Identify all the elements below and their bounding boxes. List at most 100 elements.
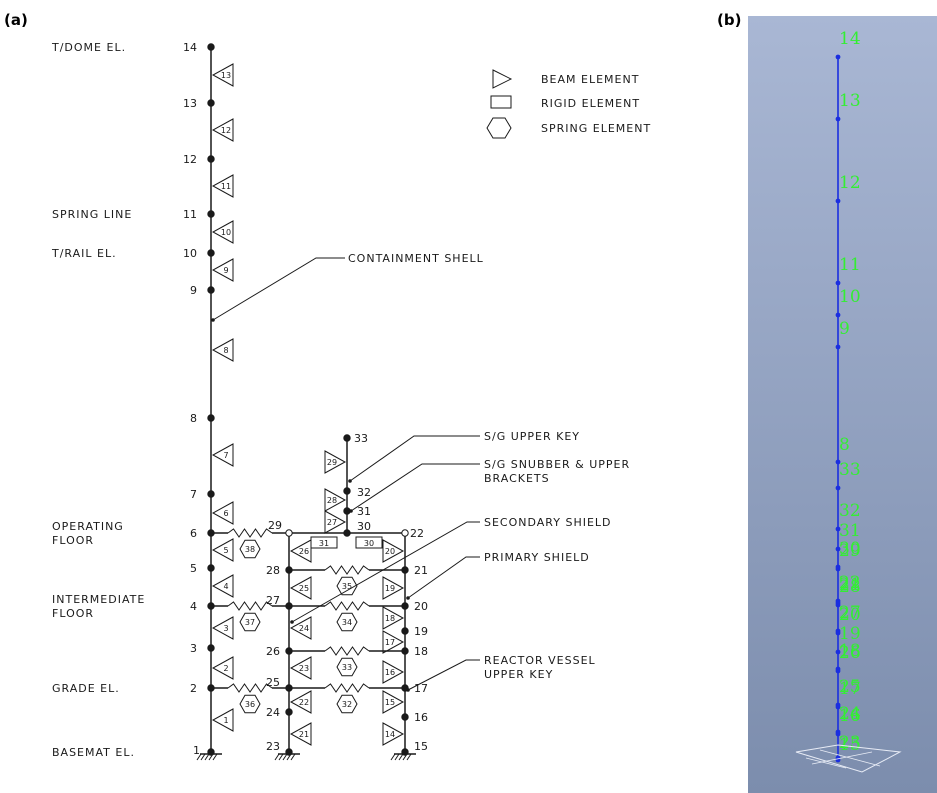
spring-element-number: 38 <box>245 545 255 554</box>
elevation-label: FLOOR <box>52 534 94 547</box>
model-node-label: 15 <box>839 735 861 755</box>
elevation-label: BASEMAT EL. <box>52 746 135 759</box>
callout-label: BRACKETS <box>484 472 550 485</box>
spring-element-hexagon <box>336 657 358 677</box>
beam-element-triangle <box>382 722 405 746</box>
beam-element-triangle <box>211 63 234 87</box>
rigid-element-rect <box>355 536 383 549</box>
beam-element-triangle <box>289 576 312 600</box>
node-dot <box>401 529 409 537</box>
beam-element-number: 15 <box>385 698 395 707</box>
beam-element-number: 7 <box>223 451 228 460</box>
beam-element-triangle <box>211 616 234 640</box>
beam-element-triangle <box>289 690 312 714</box>
elevation-label: SPRING LINE <box>52 208 132 221</box>
node-dot <box>207 644 215 652</box>
beam-element-number: 5 <box>223 546 228 555</box>
model-node-label: 29 <box>839 541 861 561</box>
elevation-label: T/RAIL EL. <box>51 247 117 260</box>
ground-hatch <box>406 753 412 761</box>
beam-element-number: 20 <box>385 547 395 556</box>
node-number: 30 <box>357 520 371 533</box>
node-number: 2 <box>190 682 197 695</box>
node-number: 28 <box>266 564 280 577</box>
node-number: 33 <box>354 432 368 445</box>
node-dot <box>207 286 215 294</box>
callout-label: SECONDARY SHIELD <box>484 516 612 529</box>
spring-coil <box>324 683 370 693</box>
leader-arrow-tip <box>290 620 294 624</box>
node-dot <box>401 713 409 721</box>
model-node-label: 26 <box>839 643 861 663</box>
node-number: 32 <box>357 486 371 499</box>
beam-element-number: 11 <box>221 182 231 191</box>
callout-leader-sg-upper-key <box>349 435 480 482</box>
node-dot <box>207 155 215 163</box>
beam-element-triangle <box>382 606 405 630</box>
node-dot <box>285 748 293 756</box>
node-number: 17 <box>414 682 428 695</box>
node-dot <box>207 490 215 498</box>
rigid-element-rect <box>310 536 338 549</box>
callout-label: S/G UPPER KEY <box>484 430 580 443</box>
ground-hatch <box>398 753 404 761</box>
node-number: 24 <box>266 706 280 719</box>
node-number: 27 <box>266 594 280 607</box>
model-node-label: 33 <box>839 460 861 480</box>
ground-hatch <box>290 753 296 761</box>
node-number: 18 <box>414 645 428 658</box>
node-number: 9 <box>190 284 197 297</box>
node-number: 14 <box>183 41 197 54</box>
model-node-label: 19 <box>839 624 861 644</box>
ground-hatch <box>200 753 206 761</box>
node-number: 1 <box>193 744 200 757</box>
beam-element-number: 1 <box>223 716 228 725</box>
node-dot <box>401 647 409 655</box>
model-node-dot <box>835 704 841 710</box>
beam-element-number: 8 <box>223 346 228 355</box>
node-dot <box>285 684 293 692</box>
model-node-dot <box>835 630 841 636</box>
model-node-label: 27 <box>839 603 861 623</box>
beam-element-triangle <box>324 488 347 512</box>
ground-hatch <box>390 753 396 761</box>
node-number: 16 <box>414 711 428 724</box>
beam-element-triangle <box>289 539 312 563</box>
callout-leader-containment-shell <box>212 257 345 321</box>
beam-element-triangle <box>211 501 234 525</box>
leader-arrow-tip <box>348 479 352 483</box>
beam-element-triangle <box>324 450 347 474</box>
panel-label-b: (b) <box>717 11 741 29</box>
node-dot <box>207 602 215 610</box>
leader-arrow-tip <box>211 318 215 322</box>
leader-arrow-tip <box>349 509 353 513</box>
model-node-label: 12 <box>839 173 861 193</box>
beam-element-number: 19 <box>385 584 395 593</box>
model-node-label: 17 <box>839 679 861 699</box>
spring-element-number: 32 <box>342 700 352 709</box>
callout-leader-secondary-shield <box>291 521 480 623</box>
spring-coil <box>324 646 370 656</box>
model-node-label: 31 <box>839 521 861 541</box>
beam-element-triangle <box>211 220 234 244</box>
node-number: 23 <box>266 740 280 753</box>
leader-arrow-tip <box>406 596 410 600</box>
node-dot <box>207 414 215 422</box>
legend-beam-triangle-icon <box>492 69 513 89</box>
node-dot <box>343 434 351 442</box>
model-node-label: 23 <box>839 733 861 753</box>
beam-element-number: 12 <box>221 126 231 135</box>
model-node-label: 20 <box>839 605 861 625</box>
node-number: 3 <box>190 642 197 655</box>
spring-element-hexagon <box>336 694 358 714</box>
beam-element-triangle <box>211 443 234 467</box>
spring-element-number: 33 <box>342 663 352 672</box>
node-number: 12 <box>183 153 197 166</box>
model-node-dot <box>835 602 841 608</box>
beam-element-triangle <box>211 708 234 732</box>
node-number: 15 <box>414 740 428 753</box>
node-dot <box>401 627 409 635</box>
rigid-element-number: 31 <box>319 539 329 548</box>
ground-hatch <box>394 753 400 761</box>
node-dot <box>207 529 215 537</box>
